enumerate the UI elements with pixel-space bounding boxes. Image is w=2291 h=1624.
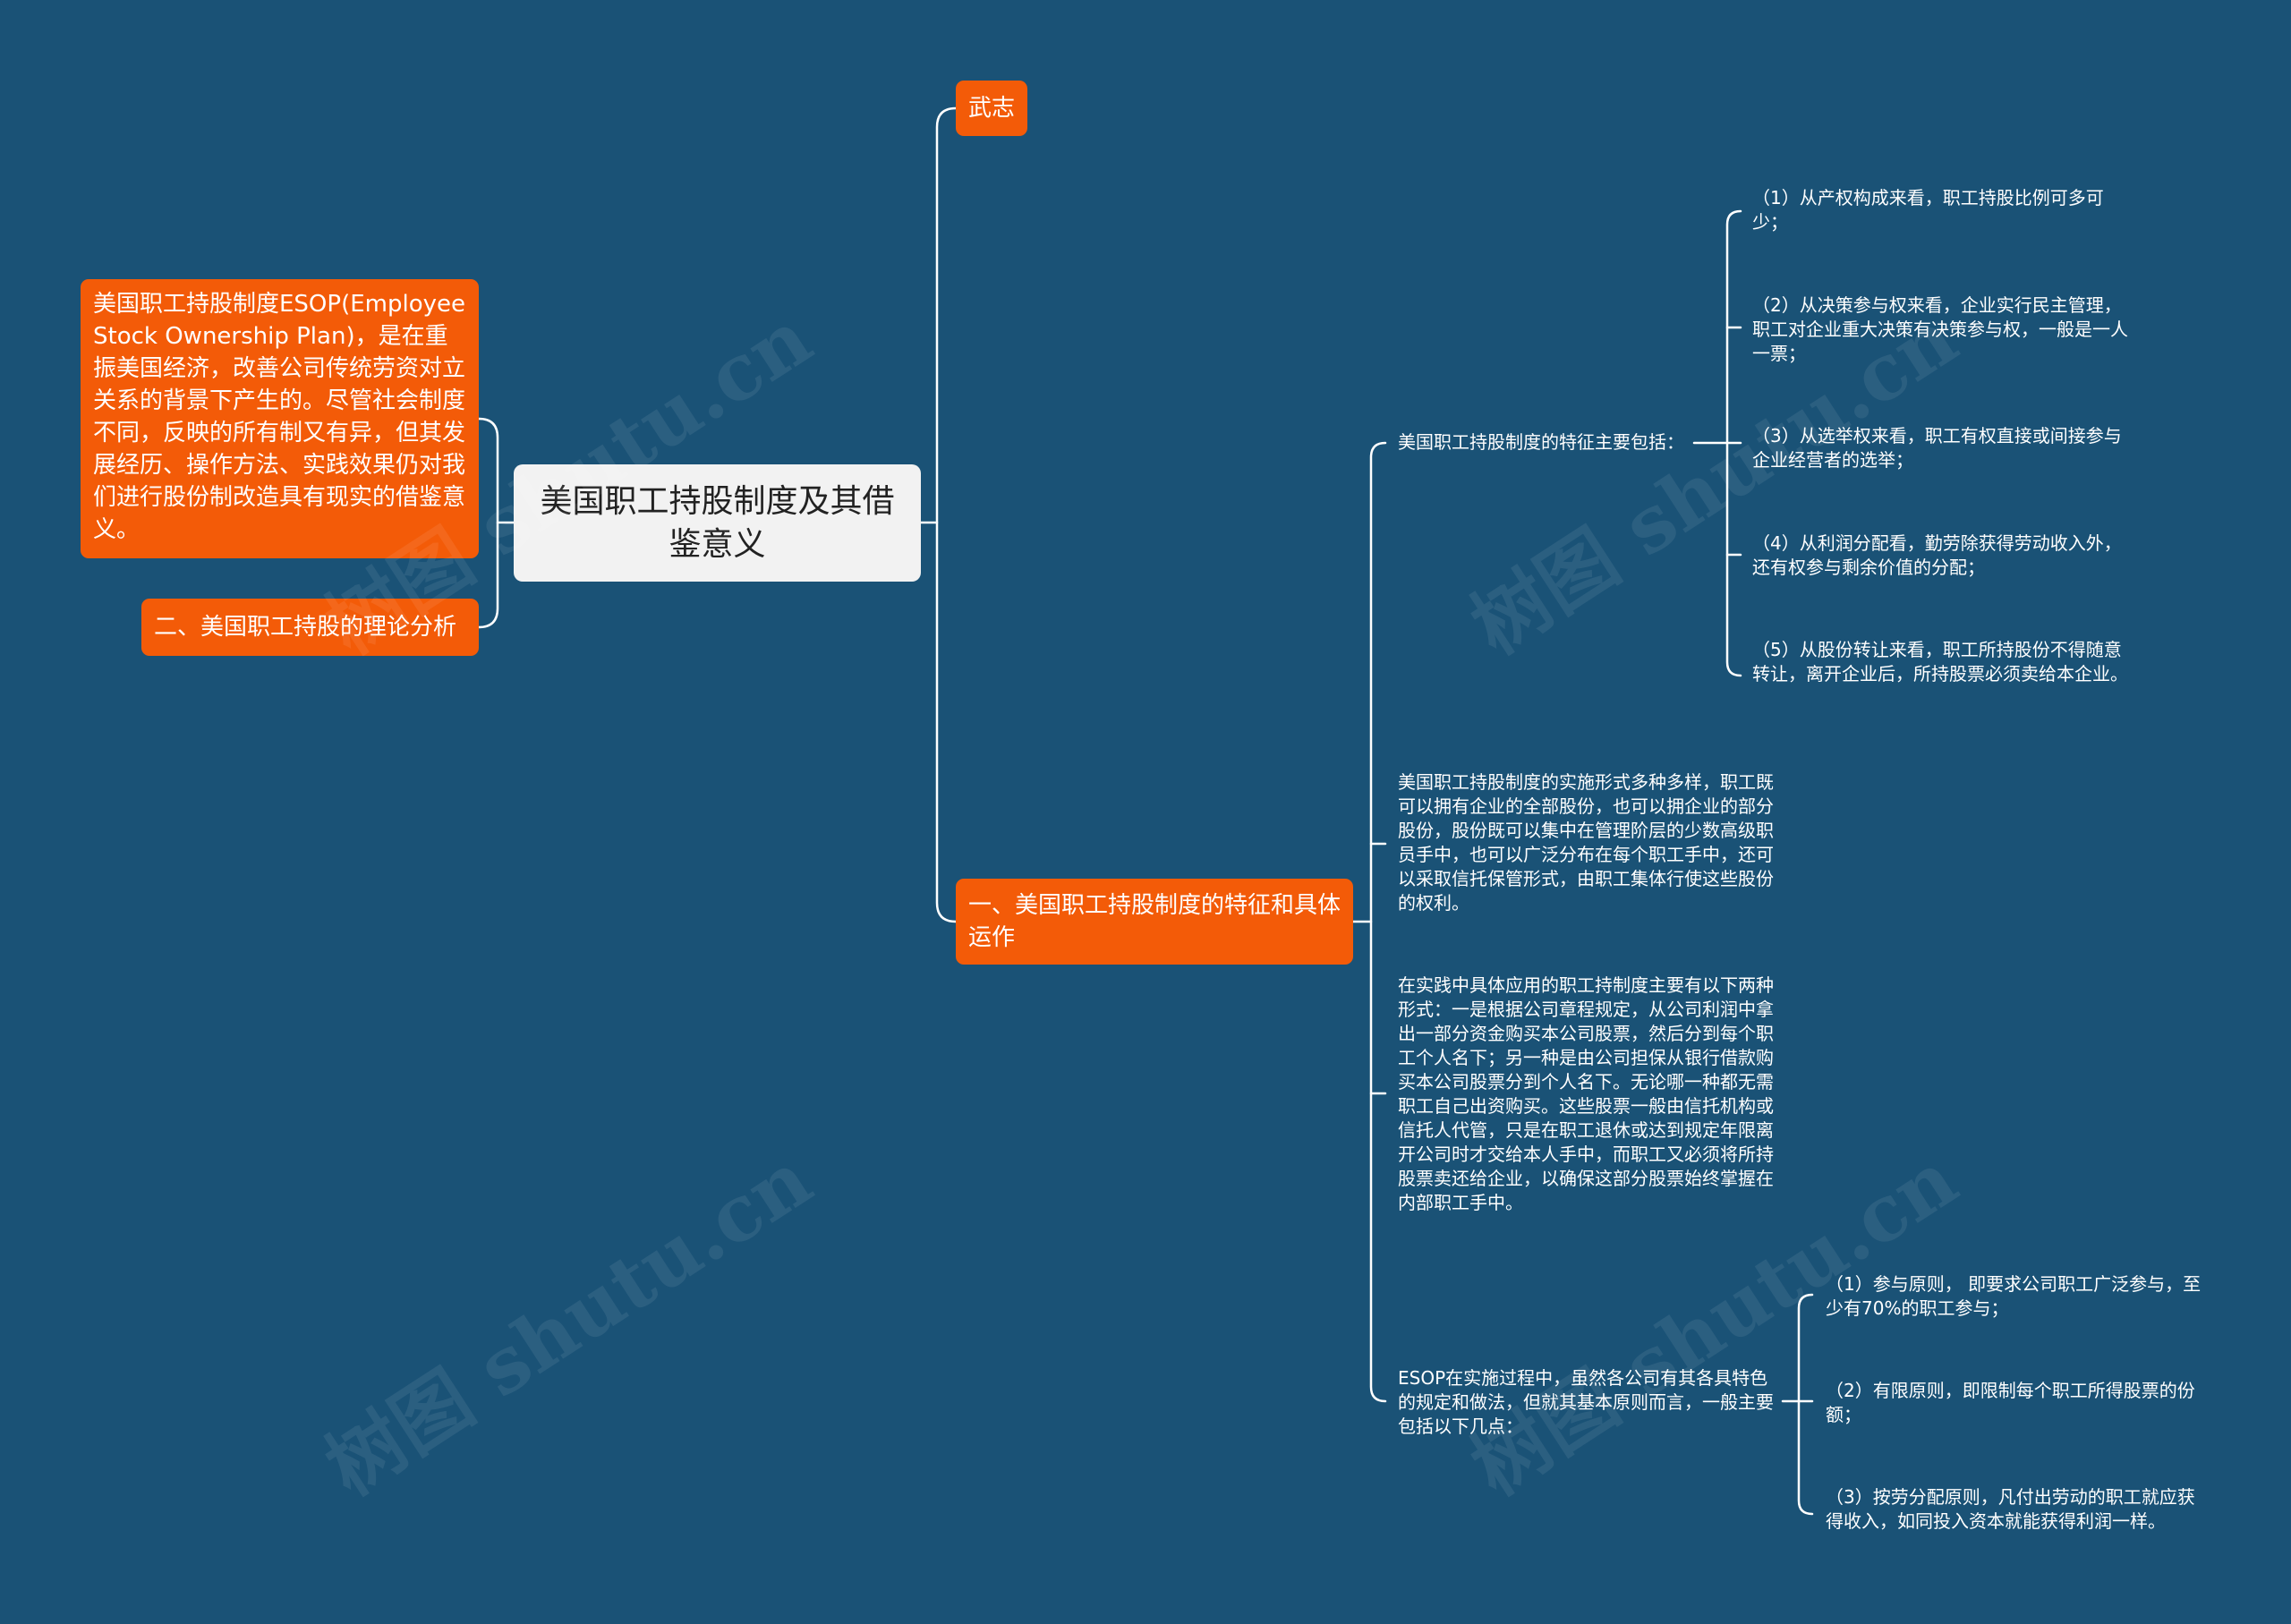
connector-section1-trunk	[1369, 441, 1387, 1403]
connector-left-trunk	[477, 417, 499, 629]
principles-label: ESOP在实施过程中，虽然各公司有其各具特色的规定和做法，但就其基本原则而言，一…	[1398, 1367, 1774, 1437]
impl-forms-node[interactable]: 美国职工持股制度的实施形式多种多样，职工既可以拥有企业的全部股份，也可以拥企业的…	[1398, 770, 1776, 915]
intro-node[interactable]: 美国职工持股制度ESOP(Employee Stock Ownership Pl…	[81, 279, 479, 558]
intro-text: 美国职工持股制度ESOP(Employee Stock Ownership Pl…	[93, 291, 466, 543]
feature-item-text: （3）从选举权来看，职工有权直接或间接参与企业经营者的选举；	[1752, 425, 2122, 471]
feature-item-3[interactable]: （3）从选举权来看，职工有权直接或间接参与企业经营者的选举；	[1752, 424, 2128, 472]
principle-item-text: （3）按劳分配原则，凡付出劳动的职工就应获得收入，如同投入资本就能获得利润一样。	[1826, 1486, 2195, 1532]
principle-item-3[interactable]: （3）按劳分配原则，凡付出劳动的职工就应获得收入，如同投入资本就能获得利润一样。	[1826, 1485, 2202, 1534]
principle-item-2[interactable]: （2）有限原则，即限制每个职工所得股票的份额；	[1826, 1379, 2202, 1427]
author-node[interactable]: 武志	[956, 81, 1027, 136]
impl-forms-text: 美国职工持股制度的实施形式多种多样，职工既可以拥有企业的全部股份，也可以拥企业的…	[1398, 771, 1774, 914]
feature-item-4[interactable]: （4）从利润分配看，勤劳除获得劳动收入外，还有权参与剩余价值的分配；	[1752, 531, 2128, 580]
principle-item-text: （2）有限原则，即限制每个职工所得股票的份额；	[1826, 1380, 2195, 1425]
features-label-node[interactable]: 美国职工持股制度的特征主要包括：	[1398, 430, 1702, 455]
feature-item-text: （5）从股份转让来看，职工所持股份不得随意转让，离开企业后，所持股票必须卖给本企…	[1752, 639, 2128, 684]
practice-text: 在实践中具体应用的职工持制度主要有以下两种形式：一是根据公司章程规定，从公司利润…	[1398, 974, 1774, 1213]
section1-label: 一、美国职工持股制度的特征和具体运作	[968, 892, 1341, 951]
feature-item-text: （4）从利润分配看，勤劳除获得劳动收入外，还有权参与剩余价值的分配；	[1752, 532, 2122, 578]
connector-principles-trunk	[1797, 1293, 1814, 1516]
section2-label: 二、美国职工持股的理论分析	[154, 614, 457, 641]
feature-item-5[interactable]: （5）从股份转让来看，职工所持股份不得随意转让，离开企业后，所持股票必须卖给本企…	[1752, 638, 2128, 686]
root-title: 美国职工持股制度及其借鉴意义	[540, 482, 895, 563]
practice-node[interactable]: 在实践中具体应用的职工持制度主要有以下两种形式：一是根据公司章程规定，从公司利润…	[1398, 974, 1776, 1215]
section1-node[interactable]: 一、美国职工持股制度的特征和具体运作	[956, 879, 1353, 965]
principles-label-node[interactable]: ESOP在实施过程中，虽然各公司有其各具特色的规定和做法，但就其基本原则而言，一…	[1398, 1366, 1776, 1439]
feature-item-text: （1）从产权构成来看，职工持股比例可多可少；	[1752, 187, 2104, 233]
author-label: 武志	[967, 95, 1015, 122]
principle-item-1[interactable]: （1）参与原则， 即要求公司职工广泛参与，至少有70%的职工参与；	[1826, 1272, 2202, 1321]
section2-node[interactable]: 二、美国职工持股的理论分析	[141, 599, 479, 656]
principle-item-text: （1）参与原则， 即要求公司职工广泛参与，至少有70%的职工参与；	[1826, 1273, 2202, 1319]
feature-item-1[interactable]: （1）从产权构成来看，职工持股比例可多可少；	[1752, 186, 2128, 234]
feature-item-2[interactable]: （2）从决策参与权来看，企业实行民主管理，职工对企业重大决策有决策参与权，一般是…	[1752, 293, 2128, 366]
root-topic[interactable]: 美国职工持股制度及其借鉴意义	[514, 464, 921, 582]
feature-item-text: （2）从决策参与权来看，企业实行民主管理，职工对企业重大决策有决策参与权，一般是…	[1752, 294, 2128, 364]
features-label: 美国职工持股制度的特征主要包括：	[1398, 431, 1684, 453]
connector-right-trunk	[935, 106, 958, 923]
